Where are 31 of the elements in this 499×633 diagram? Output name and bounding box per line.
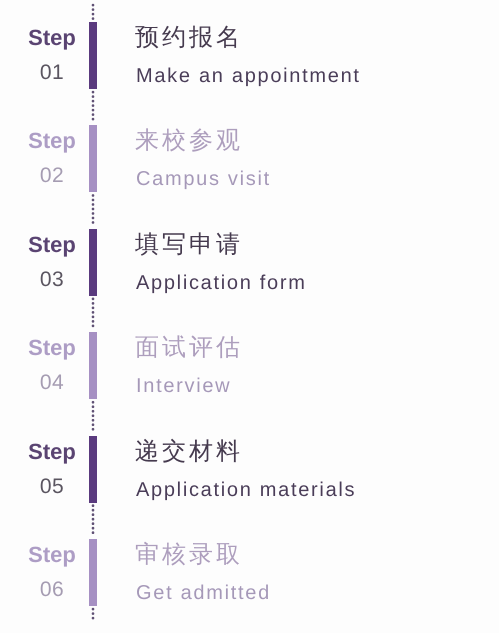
step-description: Make an appointment — [136, 65, 361, 88]
step-number: 06 — [40, 578, 64, 602]
step-description: Get admitted — [136, 582, 271, 605]
timeline-bar — [89, 22, 97, 89]
step-number: 02 — [40, 164, 64, 189]
timeline-bar — [89, 332, 97, 400]
timeline-bar — [89, 436, 97, 503]
step-description: Application form — [136, 272, 307, 295]
step-label: Step — [28, 438, 76, 464]
step-label: Step — [28, 232, 76, 258]
step-label: Step — [28, 25, 76, 50]
step-description: Interview — [136, 375, 232, 398]
step-number: 04 — [40, 371, 64, 396]
dotted-connector — [92, 4, 94, 20]
step-description: Campus visit — [136, 168, 271, 192]
timeline-bar — [89, 228, 97, 296]
step-title: 面试评估 — [135, 334, 243, 362]
step-label: Step — [28, 542, 76, 568]
step-number: 05 — [40, 474, 64, 499]
timeline-bar — [89, 125, 97, 192]
step-description: Application materials — [136, 478, 356, 502]
step-label: Step — [28, 128, 76, 154]
step-title: 来校参观 — [135, 127, 243, 155]
step-title: 递交材料 — [135, 438, 243, 466]
timeline-bar — [89, 539, 97, 606]
step-number: 01 — [40, 61, 64, 86]
step-label: Step — [28, 335, 76, 360]
step-number: 03 — [40, 268, 64, 292]
step-title: 预约报名 — [135, 24, 243, 52]
step-title: 填写申请 — [135, 230, 243, 258]
step-title: 审核录取 — [135, 541, 243, 569]
